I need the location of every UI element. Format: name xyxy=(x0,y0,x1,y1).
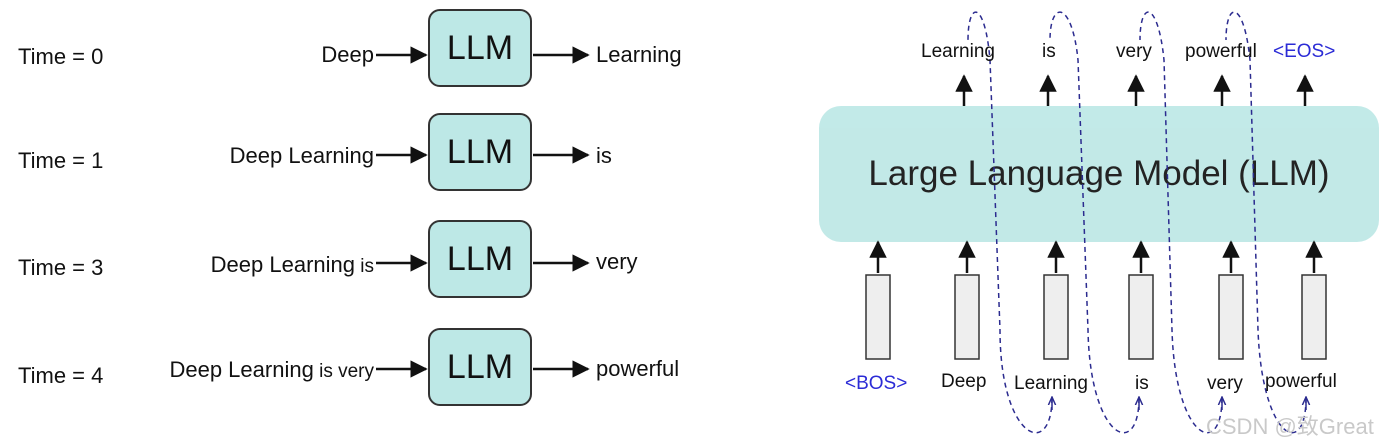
time-label-3: Time = 4 xyxy=(18,363,104,388)
input-token-3: is xyxy=(1135,373,1149,394)
output-token-2: very xyxy=(1116,41,1152,62)
input-main-3: Deep Learning xyxy=(169,357,314,382)
output-token-3: powerful xyxy=(1185,41,1257,62)
embedding-bar-0 xyxy=(865,274,891,360)
llm-box-3: LLM xyxy=(428,328,532,406)
embedding-bar-5 xyxy=(1301,274,1327,360)
token-embedding-bars xyxy=(865,274,1327,360)
input-main-0: Deep xyxy=(321,42,374,67)
output-token-1: is xyxy=(1042,41,1056,62)
input-main-2: Deep Learning xyxy=(210,252,355,277)
llm-box-label-3: LLM xyxy=(446,347,514,386)
input-text-3: Deep Learning is very xyxy=(169,357,374,382)
output-token-eos: <EOS> xyxy=(1273,41,1336,62)
llm-box-1: LLM xyxy=(428,113,532,191)
output-text-0: Learning xyxy=(596,42,682,67)
feedback-loop-1 xyxy=(1049,11,1140,434)
input-token-bos: <BOS> xyxy=(845,373,908,394)
feedback-loop-0 xyxy=(967,11,1053,434)
left-arrows xyxy=(376,46,590,378)
input-text-2: Deep Learning is xyxy=(210,252,374,277)
time-label-1: Time = 1 xyxy=(18,148,104,173)
feedback-loops xyxy=(967,11,1307,434)
llm-box-0: LLM xyxy=(428,9,532,87)
input-text-1: Deep Learning xyxy=(230,145,374,167)
input-token-5: powerful xyxy=(1265,371,1337,392)
feedback-loop-2 xyxy=(1139,11,1223,434)
output-text-3: powerful xyxy=(596,356,680,381)
input-token-2: Learning xyxy=(1014,373,1088,394)
output-token-0: Learning xyxy=(921,41,995,62)
watermark: CSDN @致Great xyxy=(1206,414,1374,439)
input-tail-2: is xyxy=(355,256,374,277)
embedding-bar-2 xyxy=(1043,274,1069,360)
embedding-bar-4 xyxy=(1218,274,1244,360)
input-token-1: Deep xyxy=(941,371,987,392)
output-text-2: very xyxy=(596,249,638,274)
time-label-2: Time = 3 xyxy=(18,255,104,280)
llm-box-2: LLM xyxy=(428,220,532,298)
input-tail-3: is very xyxy=(313,361,374,382)
input-main-1: Deep Learning xyxy=(229,143,374,168)
input-text-0: Deep xyxy=(321,44,374,66)
feedback-loop-3 xyxy=(1225,11,1307,434)
llm-box-label-1: LLM xyxy=(446,132,514,171)
embedding-bar-3 xyxy=(1128,274,1154,360)
output-up-arrows xyxy=(955,74,1314,106)
input-up-arrows xyxy=(869,240,1323,273)
output-text-1: is xyxy=(596,143,612,168)
large-language-model-block: Large Language Model (LLM) xyxy=(819,106,1379,242)
llm-box-label-2: LLM xyxy=(446,239,514,278)
input-token-4: very xyxy=(1207,373,1243,394)
llm-box-label-0: LLM xyxy=(446,28,514,67)
embedding-bar-1 xyxy=(954,274,980,360)
time-label-0: Time = 0 xyxy=(18,44,104,69)
